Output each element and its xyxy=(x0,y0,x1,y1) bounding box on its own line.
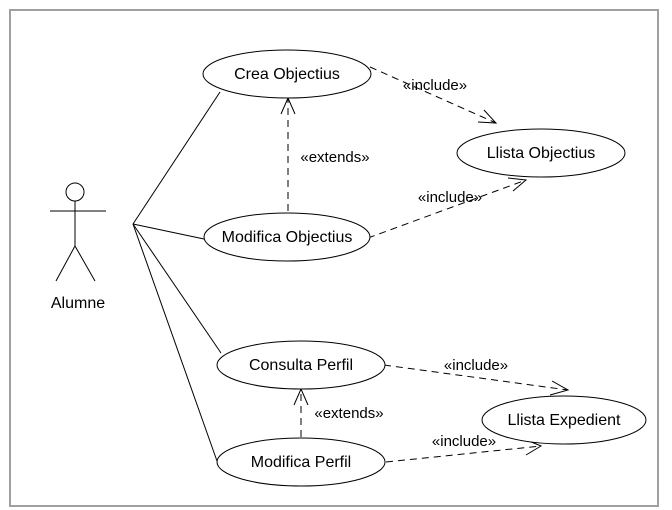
usecase-crea-objectius-label: Crea Objectius xyxy=(234,66,340,83)
usecase-consulta-perfil[interactable]: Consulta Perfil xyxy=(216,340,386,390)
usecase-crea-objectius[interactable]: Crea Objectius xyxy=(202,49,372,99)
association-consulta-perfil xyxy=(132,223,222,354)
usecase-modifica-perfil-shape xyxy=(216,437,386,487)
include-modifica-obj-arrowhead xyxy=(507,177,528,192)
actor-head xyxy=(65,182,85,202)
include-modifica-obj-to-llista-line xyxy=(367,179,527,239)
include-consulta-to-expedient-line xyxy=(383,364,569,391)
label-include-modifica-objectius: «include» xyxy=(418,189,482,206)
usecase-llista-expedient-label: Llista Expedient xyxy=(508,412,622,429)
association-modifica-objectius xyxy=(132,223,205,240)
label-include-consulta: «include» xyxy=(444,357,508,374)
actor-name: Alumne xyxy=(51,295,105,312)
usecase-llista-objectius-label: Llista Objectius xyxy=(487,145,596,162)
actor-right-leg xyxy=(74,245,96,282)
usecase-crea-objectius-shape xyxy=(202,49,372,99)
include-crea-arrowhead xyxy=(477,109,498,124)
include-crea-to-llista-line xyxy=(369,66,497,124)
include-modifica-perfil-to-expedient-line xyxy=(385,445,542,463)
usecase-modifica-objectius-label: Modifica Objectius xyxy=(222,229,353,246)
include-consulta-arrowhead xyxy=(549,380,570,396)
usecase-llista-objectius-shape xyxy=(456,128,626,178)
label-include-modifica-perfil: «include» xyxy=(432,433,496,450)
actor-alumne[interactable]: Alumne xyxy=(50,182,106,312)
usecase-llista-expedient-shape xyxy=(481,395,647,445)
association-modifica-perfil xyxy=(132,223,218,462)
usecase-llista-expedient[interactable]: Llista Expedient xyxy=(481,395,647,445)
usecase-modifica-perfil-label: Modifica Perfil xyxy=(251,454,351,471)
label-extends-perfil: «extends» xyxy=(314,405,383,422)
usecase-modifica-objectius-shape xyxy=(203,212,371,262)
usecase-consulta-perfil-label: Consulta Perfil xyxy=(249,357,353,374)
association-crea-objectius xyxy=(132,91,221,225)
label-include-crea: «include» xyxy=(403,77,467,94)
usecase-llista-objectius[interactable]: Llista Objectius xyxy=(456,128,626,178)
usecase-modifica-objectius[interactable]: Modifica Objectius xyxy=(203,212,371,262)
label-extends-objectius: «extends» xyxy=(300,149,369,166)
usecase-consulta-perfil-shape xyxy=(216,340,386,390)
usecase-modifica-perfil[interactable]: Modifica Perfil xyxy=(216,437,386,487)
actor-left-leg xyxy=(55,245,76,282)
